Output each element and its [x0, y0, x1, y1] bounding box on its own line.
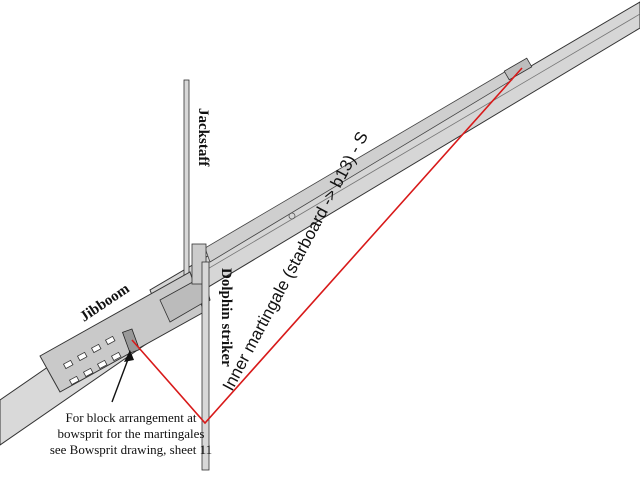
- dolphin-striker-label: Dolphin striker: [218, 268, 234, 367]
- note-line-1: For block arrangement at: [65, 410, 196, 425]
- jibboom: [149, 1, 640, 317]
- note-arrow: [111, 350, 134, 403]
- note-line-2: bowsprit for the martingales: [58, 426, 205, 441]
- jackstaff-label: Jackstaff: [195, 108, 211, 167]
- jackstaff-spar: [183, 79, 190, 281]
- note-line-3: see Bowsprit drawing, sheet 11: [50, 442, 212, 457]
- block-arrangement-note: For block arrangement at bowsprit for th…: [50, 410, 212, 457]
- inner-martingale-line: [131, 67, 523, 425]
- cap-fittings: [62, 335, 122, 386]
- dolphin-striker-spar: [201, 261, 210, 471]
